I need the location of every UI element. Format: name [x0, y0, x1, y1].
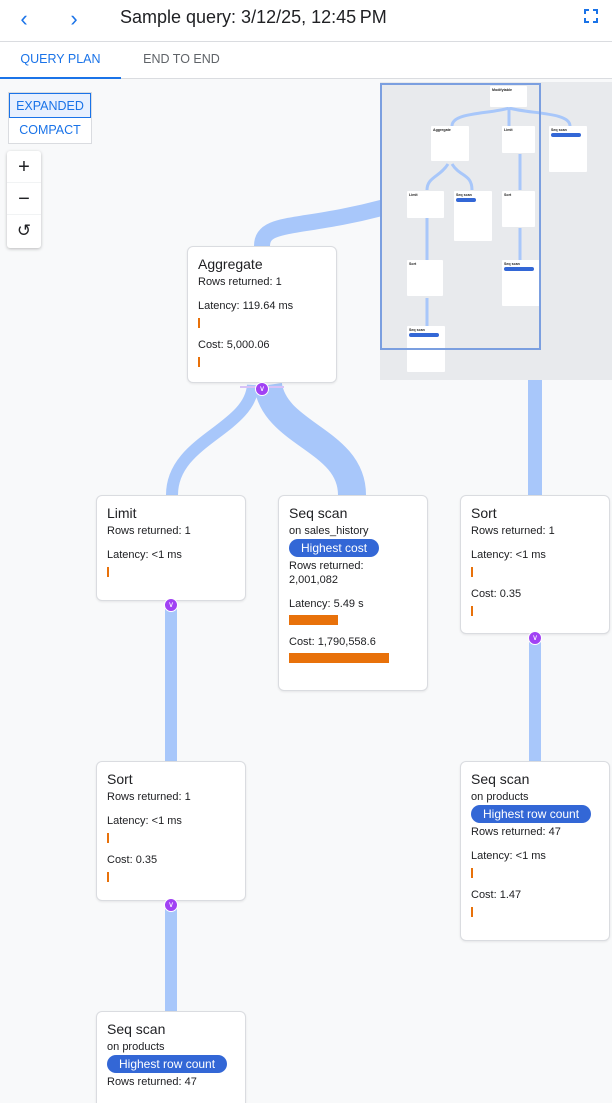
node-title: Seq scan — [471, 771, 530, 787]
plan-node-sort-right[interactable]: Sort Rows returned: 1 Latency: <1 ms Cos… — [460, 495, 610, 634]
chevron-left-icon: ‹ — [20, 6, 28, 31]
expand-chevron-icon[interactable]: ∨ — [255, 382, 269, 396]
plan-node-limit[interactable]: Limit Rows returned: 1 Latency: <1 ms — [96, 495, 246, 601]
minimap-node: Sort — [502, 191, 535, 227]
rows-returned-label: Rows returned: — [289, 560, 364, 572]
cost: Cost: 1,790,558.6 — [289, 636, 376, 648]
fullscreen-icon[interactable] — [584, 9, 598, 23]
rows-returned: Rows returned: 1 — [198, 276, 282, 288]
plan-connectors — [165, 199, 542, 1011]
expanded-option[interactable]: EXPANDED — [9, 93, 91, 118]
connector-aggregate-seqscan — [254, 381, 366, 497]
tab-end-to-end[interactable]: END TO END — [143, 52, 220, 66]
expand-chevron-icon[interactable]: ∨ — [528, 631, 542, 645]
connector-aggregate-limit — [166, 384, 259, 496]
node-title: Aggregate — [198, 256, 263, 272]
latency: Latency: <1 ms — [107, 549, 182, 561]
node-title: Sort — [471, 505, 497, 521]
rows-returned-value: 2,001,082 — [289, 574, 338, 586]
minimap-node: Seq scan — [549, 126, 587, 172]
cost: Cost: 0.35 — [471, 588, 522, 600]
minimap-viewport[interactable] — [380, 83, 541, 350]
plan-node-sort-left[interactable]: Sort Rows returned: 1 Latency: <1 ms Cos… — [96, 761, 246, 901]
cost-bar — [471, 907, 473, 917]
minimap-node: Modifytable — [490, 86, 527, 107]
view-mode-toggle: EXPANDED COMPACT — [8, 92, 92, 144]
latency: Latency: 5.49 s — [289, 598, 364, 610]
on-label: on — [289, 525, 302, 537]
node-title: Sort — [107, 771, 133, 787]
cost: Cost: 5,000.06 — [198, 339, 270, 351]
plan-node-seq-scan-products-right[interactable]: Seq scan on products Highest row count R… — [460, 761, 610, 941]
tab-bar: QUERY PLAN END TO END — [0, 42, 612, 79]
expand-chevron-icon[interactable]: ∨ — [164, 598, 178, 612]
latency: Latency: <1 ms — [471, 850, 546, 862]
cost-bar — [107, 872, 109, 882]
plan-node-seq-scan-products-left[interactable]: Seq scan on products Highest row count R… — [96, 1011, 246, 1103]
node-title: Limit — [107, 505, 137, 521]
table-name: sales_history — [304, 525, 369, 537]
latency: Latency: <1 ms — [107, 815, 182, 827]
tab-query-plan[interactable]: QUERY PLAN — [0, 42, 121, 79]
minimap-connectors — [425, 106, 572, 326]
connector-modify-aggregate — [254, 199, 388, 247]
latency-bar — [107, 833, 109, 843]
cost: Cost: 1.47 — [471, 889, 522, 901]
expand-chevron-icon[interactable]: ∨ — [164, 898, 178, 912]
latency-bar — [198, 318, 200, 328]
cost-bar — [198, 357, 200, 367]
rows-returned: Rows returned: 1 — [107, 525, 191, 537]
minimap-node: Seq scan — [502, 260, 540, 306]
scan-target: on products — [471, 790, 599, 804]
on-label: on — [471, 791, 484, 803]
highest-row-count-badge: Highest row count — [471, 805, 592, 823]
node-title: Seq scan — [289, 505, 348, 521]
table-name: products — [486, 791, 529, 803]
plan-canvas[interactable]: EXPANDED COMPACT + − ↺ Aggregate Rows re… — [0, 80, 612, 1103]
zoom-controls: + − ↺ — [7, 151, 41, 248]
compact-option[interactable]: COMPACT — [19, 123, 81, 137]
highest-row-count-badge: Highest row count — [107, 1055, 228, 1073]
reset-icon: ↺ — [16, 221, 32, 240]
on-label: on — [107, 1041, 120, 1053]
rows-returned: Rows returned: 47 — [471, 826, 561, 838]
page-title: Sample query: 3/12/25, 12:45 PM — [120, 7, 387, 27]
cost: Cost: 0.35 — [107, 854, 158, 866]
chevron-right-icon: › — [70, 6, 78, 31]
table-name: products — [122, 1041, 165, 1053]
zoom-in-button[interactable]: + — [7, 151, 41, 183]
reset-zoom-button[interactable]: ↺ — [7, 215, 41, 247]
cost-bar — [289, 653, 389, 663]
scan-target: on products — [107, 1040, 235, 1054]
forward-button[interactable]: › — [60, 6, 88, 34]
back-button[interactable]: ‹ — [10, 6, 38, 34]
latency: Latency: <1 ms — [471, 549, 546, 561]
minimap-node: Limit — [502, 126, 535, 153]
cost-bar — [471, 606, 473, 616]
latency-bar — [289, 615, 338, 625]
minimap[interactable]: Modifytable Aggregate Limit Seq scan Lim… — [380, 82, 612, 380]
highest-cost-badge: Highest cost — [289, 539, 380, 557]
header: ‹ › Sample query: 3/12/25, 12:45 PM — [0, 0, 612, 42]
latency: Latency: 119.64 ms — [198, 300, 294, 312]
rows-returned: Rows returned: 47 — [107, 1076, 197, 1088]
rows-returned: Rows returned: 1 — [471, 525, 555, 537]
scan-target: on sales_history — [289, 524, 417, 538]
latency-bar — [471, 567, 473, 577]
zoom-out-button[interactable]: − — [7, 183, 41, 215]
minimap-node: Limit — [407, 191, 444, 218]
minimap-node: Sort — [407, 260, 443, 296]
rows-returned: Rows returned: 1 — [107, 791, 191, 803]
minimap-node: Seq scan — [454, 191, 492, 241]
plan-node-seq-scan-sales-history[interactable]: Seq scan on sales_history Highest cost R… — [278, 495, 428, 691]
latency-bar — [107, 567, 109, 577]
node-title: Seq scan — [107, 1021, 166, 1037]
plan-node-aggregate[interactable]: Aggregate Rows returned: 1 Latency: 119.… — [187, 246, 337, 383]
latency-bar — [471, 868, 473, 878]
minimap-node: Aggregate — [431, 126, 469, 161]
